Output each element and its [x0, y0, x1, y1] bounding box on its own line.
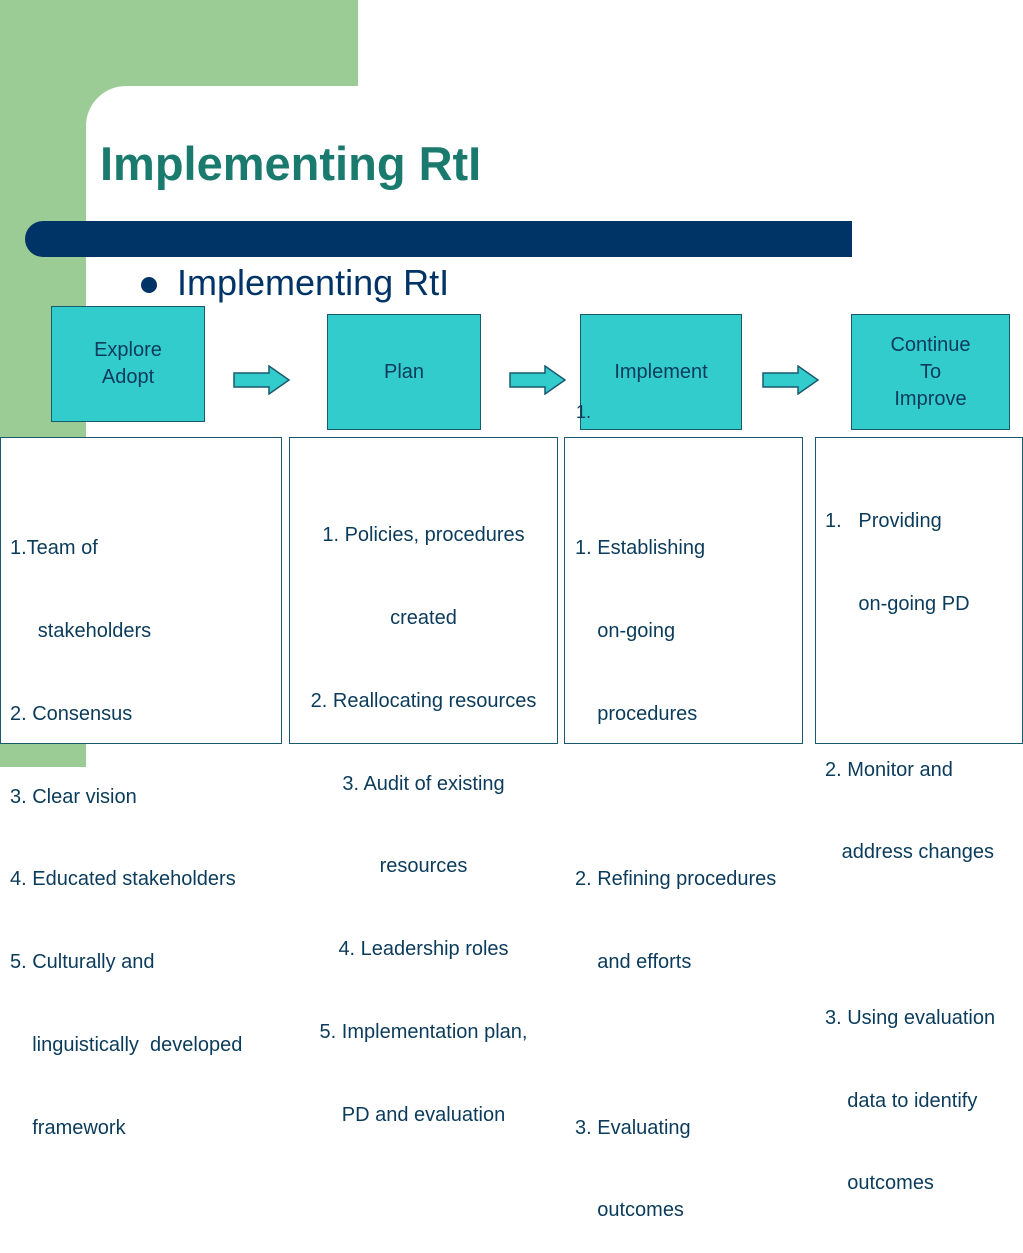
- arrow-right-icon: [233, 365, 291, 395]
- title-divider-bar: [25, 221, 852, 257]
- list-item: 1. Establishing: [575, 537, 706, 560]
- list-item: 1. Providing: [825, 510, 942, 533]
- list-item: [825, 674, 995, 702]
- list-box-explore-adopt: [0, 437, 282, 744]
- list-item: on-going: [575, 619, 676, 642]
- list-item: 3. Clear vision: [10, 785, 137, 808]
- list-item: data to identify: [825, 1089, 978, 1112]
- stage-implement: Implement: [580, 314, 742, 430]
- list-item: PD and evaluation: [341, 1103, 506, 1126]
- list-item: 4. Leadership roles: [338, 938, 509, 961]
- list-item: 4. Educated stakeholders: [10, 868, 236, 891]
- list-explore-adopt: 1.Team of stakeholders 2. Consensus 3. C…: [10, 480, 242, 1170]
- list-item: 5. Culturally and: [10, 951, 155, 974]
- list-item: [825, 922, 995, 950]
- bullet-dot: [141, 277, 157, 293]
- list-item: 2. Reallocating resources: [310, 689, 537, 712]
- bullet-text: Implementing RtI: [177, 262, 450, 303]
- list-item: 2. Monitor and: [825, 758, 953, 781]
- list-item: outcomes: [825, 1172, 934, 1195]
- list-item: [575, 1032, 776, 1060]
- list-item: linguistically developed: [10, 1033, 243, 1056]
- stray-list-number: 1.: [576, 402, 592, 422]
- arrow-right-icon: [762, 365, 820, 395]
- list-item: 3. Using evaluation: [825, 1006, 996, 1029]
- list-item: 2. Refining procedures: [575, 868, 777, 891]
- list-box-implement: [564, 437, 803, 744]
- list-item: [575, 784, 776, 812]
- list-plan: 1. Policies, procedures created 2. Reall…: [289, 467, 558, 1157]
- list-box-continue-improve: [815, 437, 1023, 744]
- list-item: 1. Policies, procedures: [322, 524, 525, 547]
- list-item: 3. Audit of existing: [342, 772, 505, 795]
- list-item: resources: [379, 855, 468, 878]
- list-item: 3. Evaluating: [575, 1116, 691, 1139]
- list-item: framework: [10, 1116, 126, 1139]
- list-box-plan: [289, 437, 558, 744]
- list-item: stakeholders: [10, 619, 152, 642]
- arrow-right-icon: [509, 365, 567, 395]
- stage-plan: Plan: [327, 314, 481, 430]
- list-item: 1.Team of: [10, 537, 98, 560]
- list-implement: 1. Establishing on-going procedures 2. R…: [575, 480, 776, 1253]
- list-item: procedures: [575, 702, 698, 725]
- list-item: address changes: [825, 841, 994, 864]
- list-item: 2. Consensus: [10, 702, 133, 725]
- list-item: 5. Implementation plan,: [319, 1020, 528, 1043]
- list-item: created: [390, 606, 457, 629]
- list-item: on-going PD: [825, 592, 970, 615]
- list-continue-improve: 1. Providing on-going PD 2. Monitor and …: [825, 453, 995, 1226]
- stage-explore-adopt: Explore Adopt: [51, 306, 205, 422]
- stage-continue-to-improve: Continue To Improve: [851, 314, 1010, 430]
- list-item: and efforts: [575, 951, 692, 974]
- list-item: outcomes: [575, 1199, 684, 1222]
- slide-title: Implementing RtI: [100, 137, 482, 190]
